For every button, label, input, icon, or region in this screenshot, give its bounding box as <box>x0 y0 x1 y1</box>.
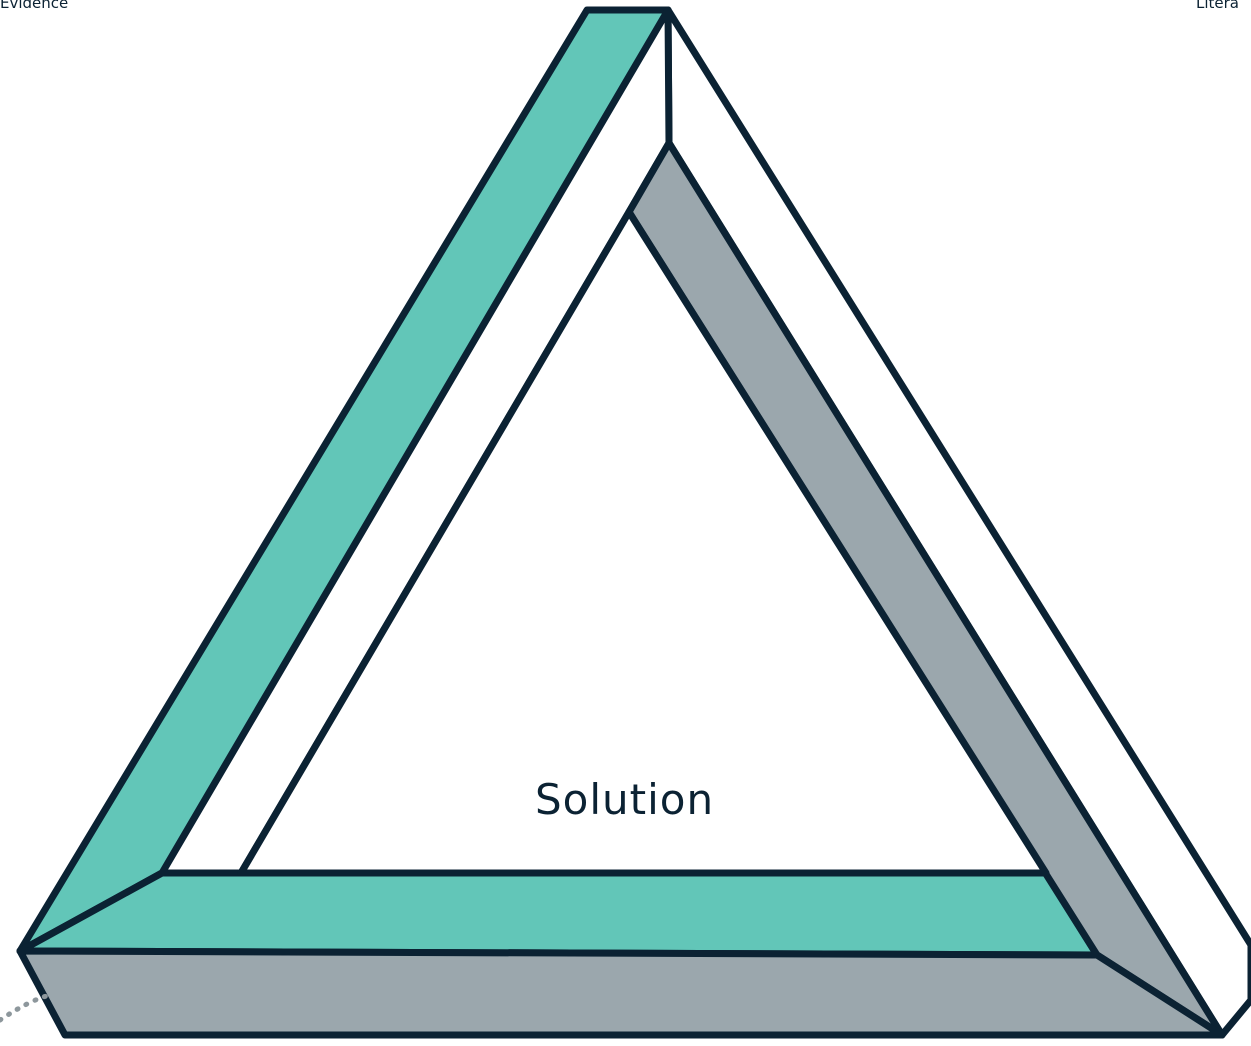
dotted-connector <box>0 992 53 1023</box>
literature-label: Litera <box>1196 0 1239 12</box>
teal-bottom-bar <box>16 869 1101 959</box>
evidence-label: Evidence <box>0 0 69 12</box>
gray-bottom-bar <box>16 947 1226 1039</box>
inner-triangle <box>237 208 1050 877</box>
solution-label: Solution <box>535 775 715 824</box>
